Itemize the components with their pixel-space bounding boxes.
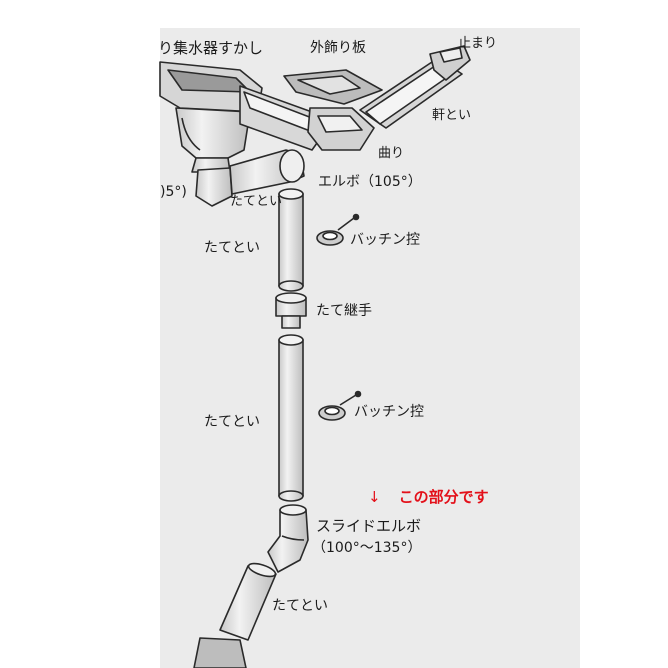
socket-label: たて継手 bbox=[316, 303, 372, 319]
slide-elbow bbox=[267, 504, 309, 573]
outer-trim-plate bbox=[283, 69, 383, 105]
stop-end bbox=[429, 45, 471, 81]
clamp-1 bbox=[316, 213, 360, 246]
stop-end-label: 止まり bbox=[458, 36, 498, 51]
gutter-corner bbox=[307, 107, 375, 151]
slide-elbow-label: スライドエルボ bbox=[316, 517, 422, 535]
downpipe-3 bbox=[219, 562, 277, 641]
down-arrow-icon: ↓ bbox=[368, 488, 381, 506]
slide-elbow-range-label: （100°～135°） bbox=[312, 540, 422, 556]
annotation-text: この部分です bbox=[398, 488, 489, 506]
outer-trim-label: 外飾り板 bbox=[310, 40, 366, 56]
strainer-label: り集水器すかし bbox=[158, 39, 264, 57]
lower-fitting bbox=[193, 637, 247, 668]
corner-label: 曲り bbox=[378, 146, 405, 161]
downpipe-1-label: たてとい bbox=[204, 240, 260, 256]
eaves-gutter-label: 軒とい bbox=[432, 108, 472, 123]
eaves-gutter-straight bbox=[239, 85, 323, 151]
socket bbox=[275, 292, 307, 329]
clamp-2-label: バッチン控 bbox=[354, 404, 424, 420]
elbow-label: エルボ（105°） bbox=[318, 174, 422, 190]
clamp-1-label: バッチン控 bbox=[350, 232, 420, 248]
partial-angle-label: )5°) bbox=[160, 184, 187, 200]
downpipe-2-label: たてとい bbox=[204, 414, 260, 430]
elbow-105 bbox=[195, 149, 305, 207]
downpipe-2 bbox=[278, 334, 304, 502]
downpipe-1 bbox=[278, 188, 304, 292]
downpipe-small-label: たてとい bbox=[230, 194, 283, 209]
downpipe-3-label: たてとい bbox=[272, 598, 328, 614]
clamp-2 bbox=[318, 390, 362, 421]
highlight-annotation: ↓ この部分です bbox=[368, 486, 489, 507]
